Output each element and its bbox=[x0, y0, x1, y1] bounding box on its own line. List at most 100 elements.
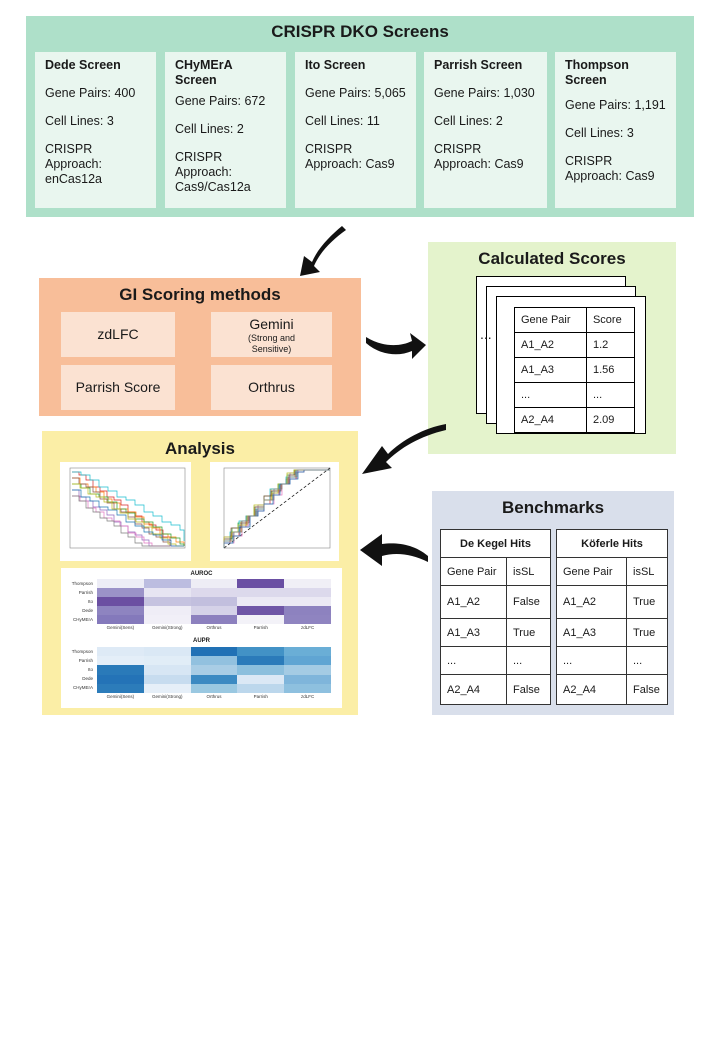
table-cell: ... bbox=[440, 646, 507, 675]
screen-card-ito: Ito Screen Gene Pairs: 5,065 Cell Lines:… bbox=[295, 52, 416, 208]
heatmap-cell bbox=[143, 606, 191, 615]
heatmap-cell bbox=[237, 597, 285, 606]
roc-curve-plot bbox=[223, 467, 331, 549]
approach-label: CRISPR bbox=[45, 142, 93, 156]
screen-name: Parrish Screen bbox=[434, 58, 523, 72]
method-parrish-score: Parrish Score bbox=[61, 365, 175, 410]
pr-curve-lines bbox=[72, 471, 185, 547]
method-gemini-label: Gemini bbox=[249, 316, 294, 332]
heatmap-row-label: Parrish bbox=[78, 589, 93, 595]
heatmap-cell bbox=[284, 579, 331, 588]
heatmap-row-label: Parrish bbox=[78, 657, 93, 663]
gemini-sub-1: (Strong and bbox=[247, 333, 296, 343]
heatmap-row-label: CHyMErA bbox=[73, 685, 93, 691]
cell-lines: Cell Lines: 2 bbox=[434, 114, 503, 128]
table-title: Köferle Hits bbox=[556, 529, 668, 558]
header-cell: isSL bbox=[626, 557, 668, 586]
heatmap-cell bbox=[284, 656, 331, 666]
heatmap-col-label: Gemini(Strong) bbox=[151, 694, 183, 699]
table-cell: True bbox=[506, 618, 551, 647]
approach: Approach: bbox=[45, 157, 102, 171]
approach-label: CRISPR bbox=[434, 142, 482, 156]
analysis-title: Analysis bbox=[165, 439, 235, 458]
heatmap-cell bbox=[97, 674, 144, 684]
heatmap-cell bbox=[237, 647, 285, 657]
approach-label: CRISPR bbox=[565, 154, 613, 168]
screen-name-line2: Screen bbox=[565, 73, 607, 87]
approach: Approach: Cas9 bbox=[305, 157, 395, 171]
table-row: ... ... bbox=[556, 646, 668, 675]
cell-lines: Cell Lines: 3 bbox=[565, 126, 634, 140]
header-cell: Gene Pair bbox=[440, 557, 507, 586]
header-cell: isSL bbox=[506, 557, 551, 586]
screens-title: CRISPR DKO Screens bbox=[271, 22, 449, 41]
roc-curve-panel bbox=[210, 462, 339, 561]
heatmap-cell bbox=[143, 656, 191, 666]
calc-title: Calculated Scores bbox=[478, 249, 626, 268]
approach: Approach: bbox=[175, 165, 232, 179]
table-row: A1_A2 True bbox=[556, 585, 668, 619]
heatmap-cell bbox=[237, 615, 285, 624]
table-cell: A1_A2 bbox=[556, 585, 627, 619]
calculated-scores-box: Calculated Scores ... Gene Pair Score A1… bbox=[428, 242, 676, 454]
table-cell: True bbox=[626, 618, 668, 647]
pr-curve-line bbox=[72, 495, 170, 547]
screen-name: Dede Screen bbox=[45, 58, 121, 72]
method-gemini: Gemini (Strong and Sensitive) bbox=[211, 312, 332, 357]
screen-name: Ito Screen bbox=[305, 58, 366, 72]
gene-pairs: Gene Pairs: 672 bbox=[175, 94, 266, 108]
heatmap-cell bbox=[284, 665, 331, 675]
table-cell: A1_A2 bbox=[514, 332, 587, 358]
table-row: A1_A2 False bbox=[440, 585, 551, 619]
pr-curve-line bbox=[72, 489, 184, 547]
screen-card-chymera: CHyMErA Screen Gene Pairs: 672 Cell Line… bbox=[165, 52, 286, 208]
heatmap-row-label: Thompson bbox=[71, 580, 93, 586]
pr-curve-line bbox=[72, 495, 184, 547]
table-title: De Kegel Hits bbox=[440, 529, 551, 558]
table-cell: False bbox=[506, 585, 551, 619]
table-cell: A2_A4 bbox=[514, 407, 587, 433]
heatmap-cell bbox=[284, 588, 331, 597]
heatmap-cell bbox=[97, 615, 144, 624]
arrow-calc-to-analysis-icon bbox=[362, 424, 446, 474]
heatmap-cell bbox=[190, 588, 238, 597]
heatmap-cell bbox=[237, 665, 285, 675]
heatmap-col-label: Parrish bbox=[253, 625, 268, 630]
arrow-bench-to-analysis-icon bbox=[360, 534, 428, 566]
heatmap-col-label: Gemini(Strong) bbox=[151, 625, 183, 630]
heatmap-row-label: Ito bbox=[87, 667, 93, 672]
table-cell: False bbox=[506, 674, 551, 705]
heatmap-cell bbox=[190, 597, 238, 606]
heatmap-cell bbox=[97, 656, 144, 666]
heatmap-cell bbox=[237, 656, 285, 666]
crispr-dko-screens-box: CRISPR DKO Screens Dede Screen Gene Pair… bbox=[26, 16, 694, 217]
approach-label: CRISPR bbox=[305, 142, 353, 156]
approach-value: Cas9/Cas12a bbox=[175, 180, 251, 194]
de-kegel-table: De Kegel Hits Gene Pair isSL A1_A2 False… bbox=[440, 529, 551, 705]
auroc-title: AUROC bbox=[190, 571, 213, 577]
heatmap-cell bbox=[97, 683, 144, 693]
heatmap-cell bbox=[190, 647, 238, 657]
heatmap-cell bbox=[190, 683, 238, 693]
cell-lines: Cell Lines: 3 bbox=[45, 114, 114, 128]
arrow-screens-to-gi-icon bbox=[300, 226, 346, 276]
heatmap-col-label: zdLFC bbox=[300, 625, 315, 630]
heatmap-cell bbox=[97, 647, 144, 657]
gene-pairs: Gene Pairs: 5,065 bbox=[305, 86, 406, 100]
header-cell: Gene Pair bbox=[514, 307, 587, 333]
heatmap-cell bbox=[143, 597, 191, 606]
sheets-ellipsis: ... bbox=[480, 326, 492, 342]
heatmap-row-label: Ito bbox=[87, 598, 93, 604]
screen-card-parrish: Parrish Screen Gene Pairs: 1,030 Cell Li… bbox=[424, 52, 547, 208]
heatmap-cell bbox=[237, 588, 285, 597]
pr-curve-plot bbox=[69, 467, 186, 549]
table-cell: 1.56 bbox=[585, 357, 636, 383]
table-cell: ... bbox=[506, 646, 551, 675]
heatmap-cell bbox=[143, 683, 191, 693]
aupr-heatmap bbox=[97, 647, 331, 693]
gi-scoring-box: GI Scoring methods zdLFC Gemini (Strong … bbox=[39, 278, 361, 416]
